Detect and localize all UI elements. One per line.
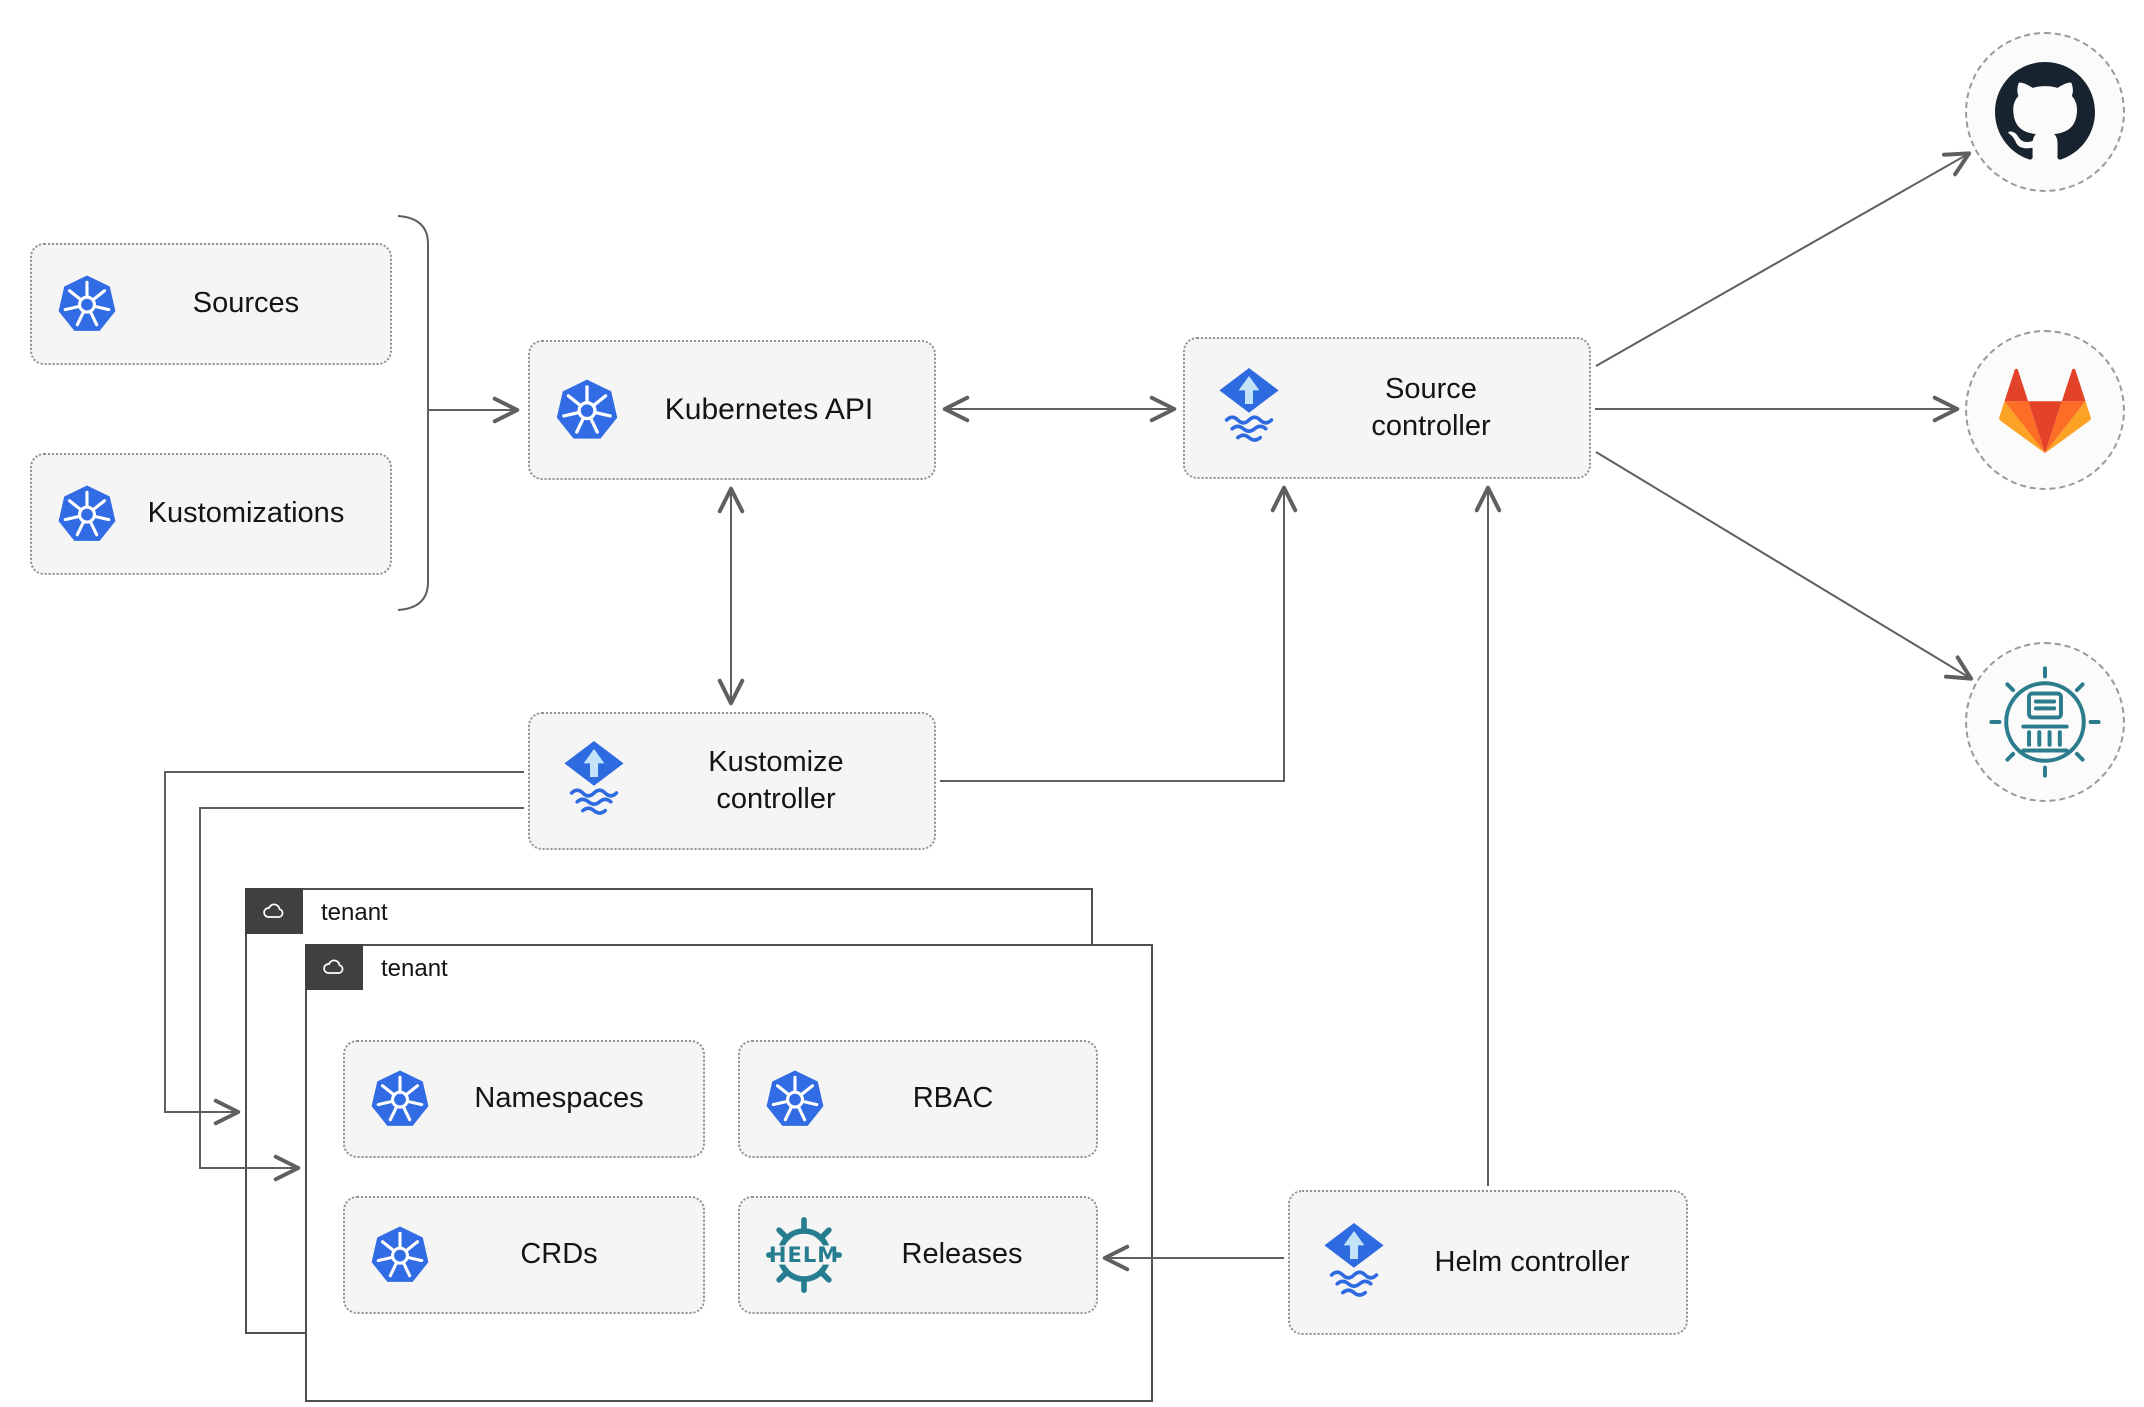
flux-icon — [1209, 361, 1289, 455]
helm-icon: HELM — [764, 1215, 844, 1295]
flux-icon — [1314, 1216, 1394, 1310]
edge-bracket — [397, 215, 429, 611]
kubernetes-icon — [369, 1068, 431, 1130]
helm-logo-text: HELM — [768, 1243, 840, 1267]
kubernetes-icon — [554, 377, 620, 443]
node-rbac: RBAC — [738, 1040, 1098, 1158]
node-namespaces: Namespaces — [343, 1040, 705, 1158]
node-label: Kubernetes API — [664, 392, 874, 426]
kubernetes-icon — [369, 1224, 431, 1286]
tenant-container-front: tenant — [305, 944, 1153, 1402]
tenant-label: tenant — [381, 955, 448, 982]
edge-source-to-github — [1595, 151, 1972, 367]
flux-icon — [554, 734, 634, 828]
node-crds: CRDs — [343, 1196, 705, 1314]
edge-kustomize-to-source — [940, 485, 1298, 782]
node-source-controller: Source controller — [1183, 337, 1591, 479]
node-label: Source controller — [1371, 372, 1491, 442]
kubernetes-icon — [56, 483, 118, 545]
endpoint-gitlab — [1965, 330, 2125, 490]
node-label: CRDs — [520, 1238, 598, 1271]
endpoint-registry — [1965, 642, 2125, 802]
container-registry-icon — [1988, 665, 2102, 779]
tenant-label: tenant — [321, 899, 388, 926]
node-kustomize-controller: Kustomize controller — [528, 712, 936, 850]
kubernetes-icon — [764, 1068, 826, 1130]
node-label: RBAC — [912, 1082, 994, 1115]
node-kubernetes-api: Kubernetes API — [528, 340, 936, 480]
node-label: Kustomize controller — [708, 745, 844, 815]
kubernetes-icon — [56, 273, 118, 335]
endpoint-github — [1965, 32, 2125, 192]
github-icon — [1995, 62, 2095, 162]
cloud-tab — [305, 944, 363, 990]
cloud-icon — [258, 898, 290, 924]
node-helm-controller: Helm controller — [1288, 1190, 1688, 1335]
node-label: Helm controller — [1434, 1245, 1630, 1278]
gitlab-icon — [1990, 355, 2100, 465]
cloud-tab — [245, 888, 303, 934]
node-kustomizations: Kustomizations — [30, 453, 392, 575]
node-sources: Sources — [30, 243, 392, 365]
edge-source-to-registry — [1595, 451, 1974, 681]
node-label: Namespaces — [474, 1082, 644, 1115]
node-releases: HELM Releases — [738, 1196, 1098, 1314]
node-label: Sources — [192, 287, 300, 320]
node-label: Releases — [901, 1238, 1023, 1271]
cloud-icon — [318, 954, 350, 980]
node-label: Kustomizations — [147, 497, 345, 530]
